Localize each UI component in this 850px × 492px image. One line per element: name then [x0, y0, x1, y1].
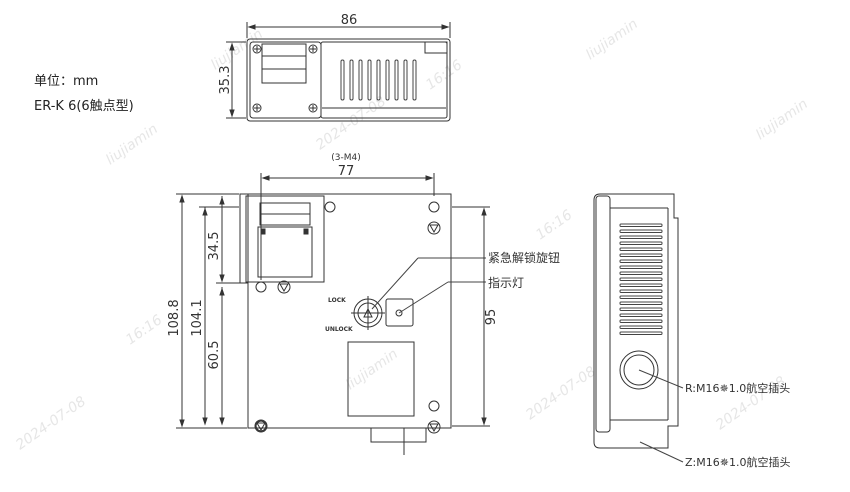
unlock-label: UNLOCK — [325, 326, 353, 333]
dim-upper-offset: 34.5 — [207, 232, 222, 261]
svg-text:liujiamin: liujiamin — [583, 16, 641, 63]
svg-text:2024-07-08: 2024-07-08 — [13, 393, 89, 453]
svg-text:16:16: 16:16 — [533, 207, 575, 243]
svg-text:16:16: 16:16 — [423, 57, 465, 93]
svg-text:2024-07-08: 2024-07-08 — [523, 363, 599, 423]
svg-text:liujiamin: liujiamin — [343, 346, 401, 393]
connector-r-label: R:M16✵1.0航空插头 — [685, 381, 790, 395]
dim-hole-label: (3-M4) — [331, 153, 361, 163]
connector-z-label: Z:M16✵1.0航空插头 — [685, 455, 790, 469]
front-view — [176, 173, 490, 455]
lock-label: LOCK — [328, 297, 346, 304]
dim-hole-spacing: 77 — [338, 164, 355, 179]
emergency-knob-label: 紧急解锁旋钮 — [488, 250, 560, 265]
model-note: ER-K 6(6触点型) — [34, 99, 134, 114]
dim-lower-offset: 60.5 — [207, 341, 222, 370]
dim-top-width: 86 — [341, 13, 358, 28]
svg-text:16:16: 16:16 — [123, 312, 165, 348]
dim-right-height: 95 — [484, 309, 499, 326]
dim-top-height: 35.3 — [218, 66, 233, 95]
indicator-label: 指示灯 — [488, 275, 524, 290]
svg-text:liujiamin: liujiamin — [103, 121, 161, 168]
top-view — [226, 22, 451, 122]
svg-text:2024-07-08: 2024-07-08 — [313, 93, 389, 153]
svg-text:liujiamin: liujiamin — [753, 96, 811, 143]
side-view — [593, 193, 684, 463]
dim-hole-height: 104.1 — [190, 299, 205, 336]
unit-note: 单位：mm — [34, 74, 99, 89]
dim-overall-height: 108.8 — [167, 299, 182, 336]
